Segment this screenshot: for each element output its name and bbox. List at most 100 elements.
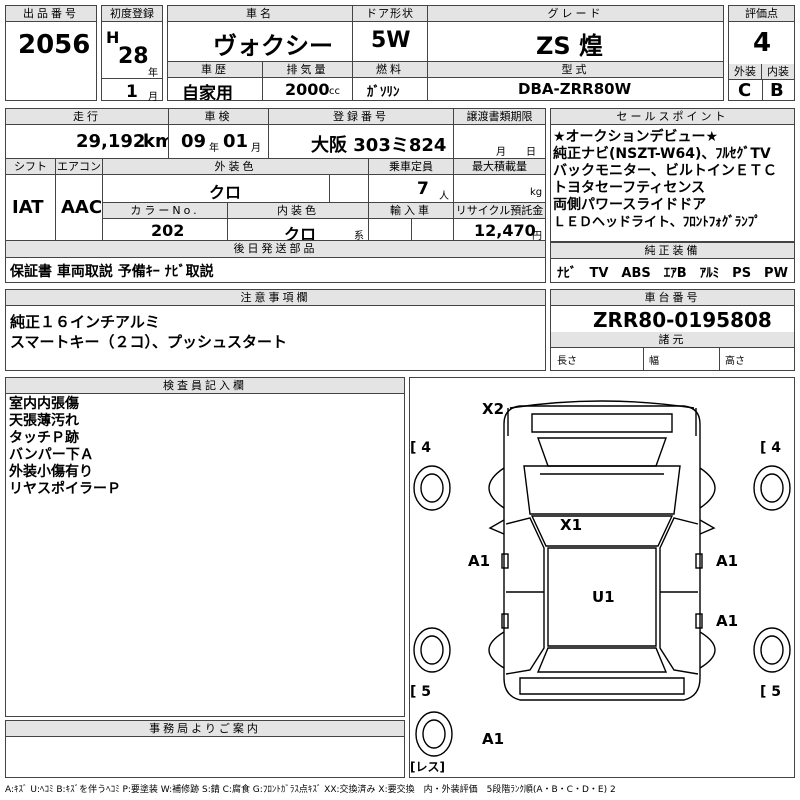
windshield [530, 515, 674, 547]
interior-value: B [770, 80, 784, 101]
rear-right-tire [753, 627, 791, 673]
rear-window [536, 647, 668, 673]
sales-point-3: バックモニター、ビルトインＥＴＣ [553, 163, 777, 179]
shift-label: シフト [6, 159, 55, 174]
lot-number-value: 2056 [18, 30, 91, 60]
std-equipment-value: ﾅﾋﾞ TV ABS ｴｱB ｱﾙﾐ PS PW [557, 266, 788, 281]
height-label: 高さ [725, 356, 745, 367]
deadline-day-unit: 日 [526, 147, 536, 158]
car-diagram-box: X2 X1 A1 A1 U1 A1 A1 [ 4 [ 4 [ 5 [ 5 [レス… [409, 377, 795, 778]
inspection-month-unit: 月 [251, 143, 261, 154]
car-name-value: ヴォクシー [213, 32, 333, 60]
notes-box: 注意事項欄 純正１６インチアルミ スマートキー（２コ）、プッシュスタート [5, 289, 546, 371]
int-color-label: 内装色 [228, 203, 368, 218]
aircon-label: エアコン [56, 159, 102, 174]
rear-bumper [519, 677, 685, 695]
sales-points-box: セールスポイント ★オークションデビュー★ 純正ナビ(NSZT-W64)、ﾌﾙｾ… [550, 108, 795, 242]
import-label: 輸入車 [369, 203, 453, 218]
sales-points-label: セールスポイント [551, 109, 794, 125]
damage-mark-right-front-door: A1 [716, 552, 739, 570]
model-code-value: DBA-ZRR80W [518, 80, 632, 98]
lot-number-box: 出品番号 2056 [5, 5, 97, 101]
year-value: 28 [118, 44, 149, 69]
displacement-unit: cc [329, 86, 340, 97]
ext-color-label: 外装色 [103, 159, 368, 174]
capacity-unit: 人 [439, 191, 449, 202]
history-value: 自家用 [182, 84, 233, 100]
inspector-note-2: 天張薄汚れ [9, 413, 79, 429]
reg-no-label: 登録番号 [269, 109, 453, 124]
interior-label: 内装 [762, 64, 794, 80]
rating-box: 評価点 4 外装 内装 C B [728, 5, 795, 101]
fuel-label: 燃料 [353, 62, 427, 77]
spare-tire [415, 711, 453, 757]
reg-no-value: 大阪 303ミ824 [311, 135, 447, 156]
aircon-value: AAC [61, 197, 103, 218]
sales-point-2: 純正ナビ(NSZT-W64)、ﾌﾙｾｸﾞTV [553, 146, 771, 162]
tire-tread-front-left: [ 4 [410, 440, 432, 456]
note-line-2: スマートキー（２コ）、プッシュスタート [10, 333, 288, 351]
office-label: 事務局よりご案内 [6, 721, 404, 737]
right-mirror [699, 519, 716, 535]
displacement-value: 2000 [285, 80, 330, 99]
inspector-label: 検査員記入欄 [6, 378, 404, 394]
tire-tread-rear-right: [ 5 [760, 684, 782, 700]
year-unit: 年 [148, 68, 158, 79]
recycle-label: リサイクル預託金 [454, 203, 545, 218]
front-bumper [507, 400, 697, 436]
inspection-month-value: 01 [223, 131, 249, 152]
chassis-no-label: 車台番号 [551, 290, 794, 306]
roof [547, 547, 657, 647]
recycle-unit: 円 [532, 231, 542, 241]
grade-label: グレード [428, 6, 723, 21]
capacity-label: 乗車定員 [369, 159, 453, 174]
color-no-label: カラーNo. [103, 203, 227, 218]
inspector-note-5: 外装小傷有り [9, 464, 93, 480]
chassis-box: 車台番号 ZRR80-0195808 諸元 長さ 幅 高さ [550, 289, 795, 371]
left-side [505, 517, 545, 675]
office-box: 事務局よりご案内 [5, 720, 405, 778]
rating-label: 評価点 [729, 6, 794, 22]
vehicle-info-box: 車名 ドア形状 グレード ヴォクシー 5W ZS 煌 車歴 排気量 燃料 型式 … [167, 5, 724, 101]
std-equipment-label: 純正装備 [551, 243, 794, 259]
width-label: 幅 [649, 356, 659, 367]
std-equipment-box: 純正装備 ﾅﾋﾞ TV ABS ｴｱB ｱﾙﾐ PS PW [550, 242, 795, 283]
shift-value: IAT [12, 197, 44, 218]
sales-point-5: 両側パワースライドドア [553, 197, 707, 213]
spare-tire-status: [レス] [410, 760, 445, 774]
fuel-value: ｶﾞｿﾘﾝ [367, 85, 400, 100]
rear-left-tire [413, 627, 451, 673]
exterior-value: C [738, 80, 752, 101]
door-label: ドア形状 [353, 6, 427, 21]
hood [523, 465, 681, 515]
first-registration-box: 初度登録 H 28 年 1 月 [101, 5, 163, 103]
car-diagram [413, 400, 791, 757]
note-line-1: 純正１６インチアルミ [10, 313, 160, 331]
sales-point-6: ＬＥＤヘッドライト、ﾌﾛﾝﾄﾌｫｸﾞﾗﾝﾌﾟ [553, 215, 761, 230]
inspector-box: 検査員記入欄 室内内張傷 天張薄汚れ タッチＰ跡 バンパー下Ａ 外装小傷有り リ… [5, 377, 405, 717]
mileage-value: 29,192 [76, 131, 146, 152]
first-registration-label: 初度登録 [102, 6, 162, 22]
notes-label: 注意事項欄 [6, 290, 545, 306]
int-color-value: クロ [284, 225, 317, 241]
max-load-label: 最大積載量 [454, 159, 545, 174]
int-color-unit: 系 [354, 231, 364, 241]
lot-number-label: 出品番号 [6, 6, 96, 22]
chassis-no-value: ZRR80-0195808 [593, 308, 772, 332]
max-load-unit: kg [530, 187, 543, 198]
deadline-month-unit: 月 [496, 147, 506, 158]
damage-mark-right-rear-door: A1 [716, 612, 739, 630]
tire-tread-rear-left: [ 5 [410, 684, 432, 700]
displacement-label: 排気量 [263, 62, 352, 77]
legend: A:ｷｽﾞ U:ﾍｺﾐ B:ｷｽﾞを伴うﾍｺﾐ P:要塗装 W:補修跡 S:錆 … [5, 785, 616, 795]
damage-mark-left-front-door: A1 [468, 552, 491, 570]
rating-value: 4 [753, 28, 772, 58]
month-unit: 月 [148, 92, 158, 103]
era-value: H [106, 28, 120, 47]
inspector-note-4: バンパー下Ａ [9, 447, 94, 463]
inspection-year-value: 09 [181, 131, 207, 152]
mileage-label: 走行 [6, 109, 168, 124]
door-value: 5W [371, 28, 411, 53]
front-left-tire [413, 465, 451, 511]
right-side [659, 517, 699, 675]
